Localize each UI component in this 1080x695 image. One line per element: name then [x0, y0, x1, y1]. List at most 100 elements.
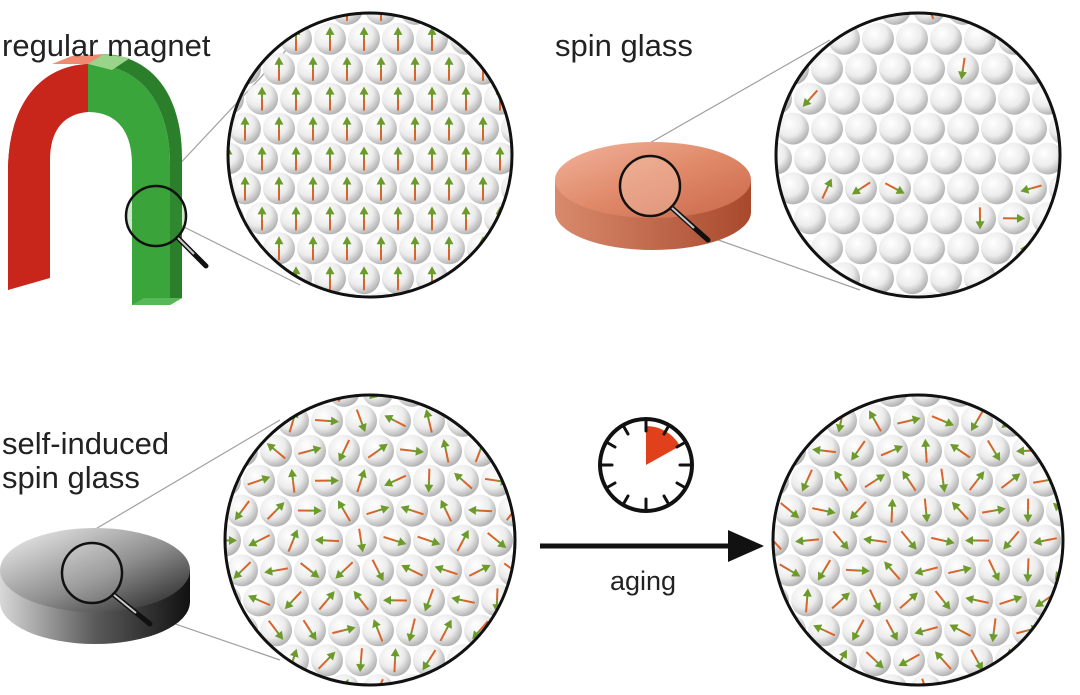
spin-arrow — [468, 686, 492, 695]
atom-sphere — [430, 674, 462, 685]
spin-arrow — [427, 146, 437, 171]
spin-arrow — [332, 624, 356, 635]
atom-sphere — [930, 262, 962, 295]
atom-sphere — [947, 292, 979, 297]
spin-arrow — [1034, 412, 1055, 429]
atom-sphere — [862, 142, 894, 175]
spin-arrow — [203, 379, 212, 402]
spin-arrow — [971, 350, 981, 372]
spin-arrow — [914, 566, 938, 576]
spin-arrow — [325, 266, 335, 291]
spin-arrow — [513, 0, 522, 21]
spin-arrow — [1023, 301, 1039, 316]
atom-sphere — [773, 584, 789, 617]
atom-sphere — [1046, 614, 1063, 647]
spin-arrow — [992, 678, 995, 685]
atom-sphere — [757, 345, 789, 377]
atom-sphere — [828, 82, 860, 115]
zoom-circle-regular-magnet — [190, 0, 539, 320]
spin-arrow — [812, 686, 836, 695]
atom-sphere — [947, 112, 979, 145]
spin-arrow — [338, 439, 351, 462]
spin-arrow — [750, 500, 762, 521]
spin-arrow — [257, 206, 267, 231]
spin-arrow — [240, 176, 250, 201]
horseshoe-magnet — [8, 54, 209, 305]
atom-sphere — [243, 345, 275, 377]
spin-arrow — [335, 561, 354, 579]
atom-sphere — [743, 113, 775, 145]
spin-arrow — [951, 501, 969, 521]
spin-arrow — [440, 439, 450, 463]
spin-arrow — [773, 648, 778, 672]
spin-arrow — [884, 561, 901, 581]
spin-arrow — [241, 395, 250, 401]
atom-sphere — [1063, 584, 1080, 616]
spin-arrow — [424, 468, 434, 493]
spin-arrow — [730, 473, 749, 488]
atom-sphere — [225, 584, 241, 617]
spin-arrow — [257, 146, 267, 171]
spin-arrow — [849, 501, 867, 520]
spin-arrow — [884, 182, 905, 194]
atom-sphere — [776, 262, 792, 295]
spin-arrow — [185, 470, 197, 491]
spin-arrow — [472, 620, 489, 640]
spin-arrow — [207, 0, 216, 21]
atom-sphere — [192, 375, 224, 407]
spin-arrow — [288, 468, 298, 493]
spin-arrow — [745, 386, 767, 396]
atom-sphere — [913, 232, 945, 265]
spin-arrow — [461, 206, 471, 231]
spin-arrow — [728, 415, 749, 427]
spin-arrow — [863, 535, 888, 545]
spin-arrow — [312, 13, 314, 21]
atom-sphere — [1046, 395, 1063, 407]
spin-arrow — [434, 564, 458, 576]
spin-arrow — [291, 86, 301, 111]
spin-arrow — [958, 298, 967, 318]
spin-arrow — [314, 476, 339, 486]
spin-arrow — [342, 56, 352, 81]
atom-sphere — [1066, 143, 1080, 175]
spin-arrow — [779, 683, 791, 685]
spin-arrow — [207, 296, 216, 320]
spin-arrow — [225, 469, 231, 493]
atom-sphere — [484, 262, 512, 295]
atom-sphere — [1049, 13, 1060, 25]
spin-arrow — [393, 266, 403, 291]
atom-sphere — [1015, 13, 1047, 25]
spin-arrow — [513, 236, 522, 260]
spin-arrow — [817, 559, 832, 581]
atom-sphere — [532, 674, 564, 695]
spin-arrow — [257, 26, 267, 51]
atom-sphere — [263, 13, 295, 25]
atom-sphere — [498, 395, 515, 407]
atom-sphere — [175, 465, 207, 497]
atom-sphere — [195, 0, 227, 25]
spin-arrow — [410, 176, 420, 201]
spin-arrow — [202, 500, 214, 521]
spin-arrow — [1071, 651, 1080, 669]
atom-sphere — [1063, 465, 1080, 497]
spin-arrow — [513, 296, 522, 320]
spin-arrow — [444, 296, 454, 297]
atom-sphere — [811, 292, 843, 297]
atom-sphere — [195, 172, 227, 204]
spin-arrow — [931, 536, 955, 546]
spin-arrow — [530, 27, 539, 51]
spin-arrow — [315, 535, 340, 545]
spin-arrow — [734, 649, 743, 672]
spin-arrow — [190, 206, 199, 230]
atom-sphere — [532, 554, 564, 586]
atom-sphere — [794, 262, 826, 295]
atom-sphere — [808, 674, 840, 685]
spin-arrow — [1054, 13, 1060, 14]
spin-arrow — [970, 649, 983, 671]
spin-arrow — [423, 588, 435, 612]
spin-arrow — [359, 86, 369, 111]
atom-sphere — [515, 345, 547, 377]
spin-arrow — [887, 498, 897, 523]
spin-arrow — [274, 236, 284, 261]
spin-arrow — [530, 266, 539, 290]
